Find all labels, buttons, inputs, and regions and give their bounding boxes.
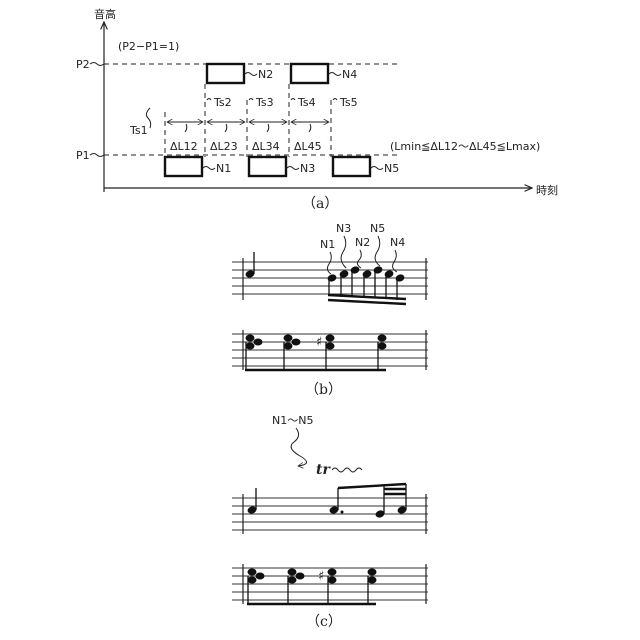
caption-b: （b） bbox=[305, 382, 342, 398]
b-label-n2: N2 bbox=[355, 236, 370, 249]
b-leader-n1 bbox=[327, 252, 331, 274]
time-axis-label: 時刻 bbox=[536, 183, 558, 197]
interval-12-label: ΔL12 bbox=[170, 140, 198, 153]
note-n2-leader bbox=[245, 73, 257, 76]
interval-23-leader bbox=[225, 124, 227, 132]
note-n3-leader bbox=[287, 167, 299, 170]
interval-23-label: ΔL23 bbox=[210, 140, 238, 153]
ts3-leader bbox=[249, 99, 253, 101]
c-label-leader bbox=[291, 428, 306, 466]
interval-45-label: ΔL45 bbox=[294, 140, 322, 153]
ts4-leader bbox=[291, 99, 295, 101]
b-sixteenth-group bbox=[327, 265, 406, 304]
c-label-n1-n5: N1〜N5 bbox=[272, 414, 313, 427]
b-label-n4: N4 bbox=[390, 236, 405, 249]
panel-c-upper-staff bbox=[232, 498, 428, 530]
b-leader-n2 bbox=[357, 250, 361, 268]
b-sharp-sign: ♯ bbox=[316, 335, 322, 350]
ts5-label: Ts5 bbox=[339, 96, 358, 109]
c-sharp-sign: ♯ bbox=[318, 569, 324, 584]
ts4-label: Ts4 bbox=[297, 96, 316, 109]
c-lower-chords bbox=[247, 569, 377, 605]
note-n3-label: N3 bbox=[300, 162, 315, 175]
note-n1-leader bbox=[203, 167, 215, 170]
interval-34-leader bbox=[267, 124, 269, 132]
note-n4-box bbox=[291, 64, 328, 83]
panel-b-score: N1 N3 N2 N5 N4 bbox=[232, 222, 428, 398]
pitch-axis-label: 音高 bbox=[94, 7, 116, 21]
interval-12-leader bbox=[185, 124, 187, 132]
ts2-leader bbox=[207, 99, 211, 101]
note-n3-box bbox=[249, 157, 286, 176]
b-label-n1: N1 bbox=[320, 238, 335, 251]
c-trill-mark: tr bbox=[316, 462, 331, 478]
b-label-n5: N5 bbox=[370, 222, 385, 235]
note-n2-label: N2 bbox=[258, 68, 273, 81]
level-p1-label: P1 bbox=[76, 149, 90, 162]
caption-c: （c） bbox=[306, 614, 342, 630]
panel-a-timing-chart: 音高 時刻 (P2−P1=1) P2 P1 N1 N2 N3 N4 N5 bbox=[76, 7, 558, 212]
note-n1-label: N1 bbox=[216, 162, 231, 175]
ts5-leader bbox=[333, 99, 337, 101]
b-leader-n4 bbox=[393, 250, 397, 272]
ts3-label: Ts3 bbox=[255, 96, 274, 109]
ts1-label: Ts1 bbox=[129, 124, 148, 137]
ts2-label: Ts2 bbox=[213, 96, 232, 109]
pitch-relation-label: (P2−P1=1) bbox=[118, 40, 179, 53]
note-n1-box bbox=[165, 157, 202, 176]
note-n2-box bbox=[207, 64, 244, 83]
panel-c-score: N1〜N5 tr bbox=[232, 414, 428, 630]
c-trill-wave bbox=[332, 468, 362, 472]
level-p2-leader bbox=[90, 63, 104, 66]
level-p1-leader bbox=[90, 154, 104, 157]
interval-34-label: ΔL34 bbox=[252, 140, 280, 153]
caption-a: （a） bbox=[302, 196, 338, 212]
interval-constraint-label: (Lmin≦ΔL12〜ΔL45≦Lmax) bbox=[390, 140, 540, 153]
note-n5-box bbox=[333, 157, 370, 176]
note-n4-leader bbox=[329, 73, 341, 76]
b-label-n3: N3 bbox=[336, 222, 351, 235]
b-leader-n3 bbox=[341, 236, 346, 268]
interval-45-leader bbox=[309, 124, 311, 132]
level-p2-label: P2 bbox=[76, 58, 90, 71]
note-n5-leader bbox=[371, 167, 383, 170]
note-n4-label: N4 bbox=[342, 68, 357, 81]
note-n5-label: N5 bbox=[384, 162, 399, 175]
